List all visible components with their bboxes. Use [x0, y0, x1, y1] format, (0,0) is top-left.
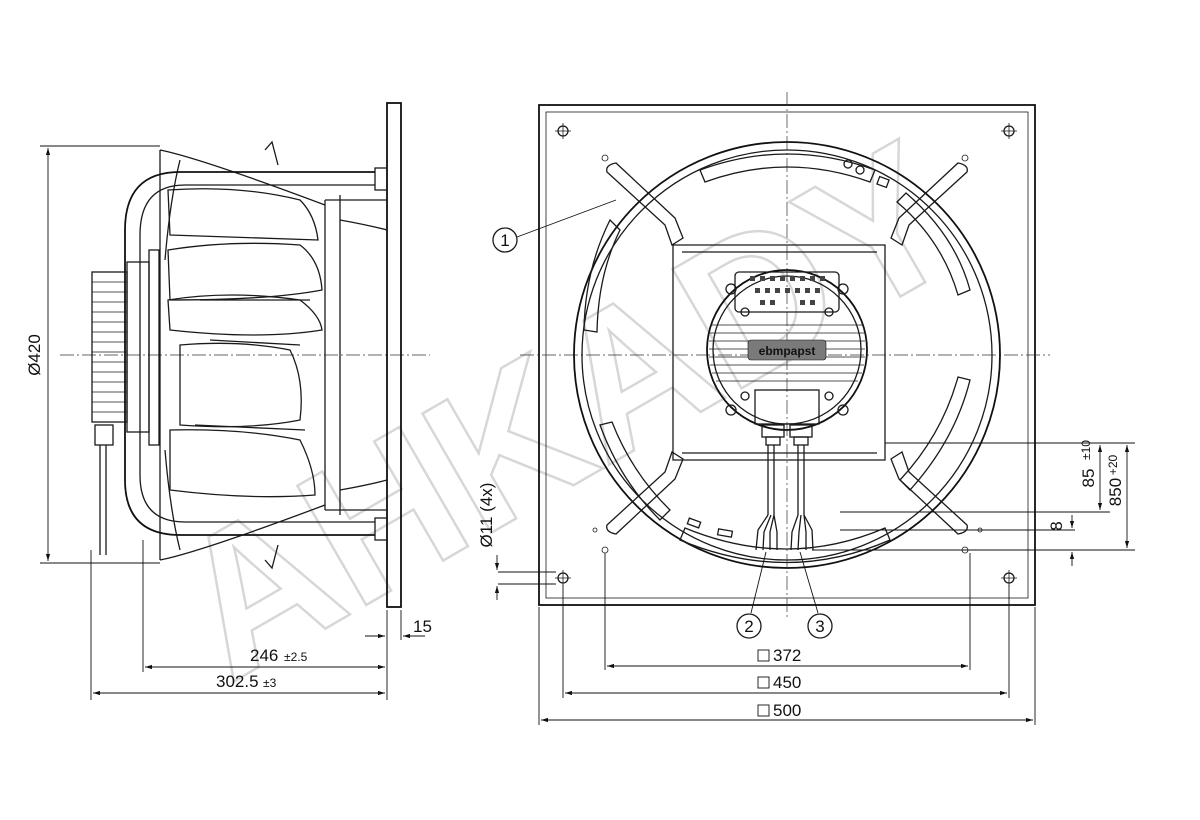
depth-tolerance: ±2.5: [284, 650, 308, 664]
mount-hole-label: Ø11 (4x): [477, 483, 496, 548]
overall-depth-tolerance: ±3: [263, 676, 277, 690]
plate-outer-label: 500: [773, 701, 801, 720]
callout-2: 2: [736, 551, 767, 639]
air-slots: [583, 153, 971, 564]
brand-logo: ebmpapst: [759, 344, 816, 358]
mounting-holes: [555, 123, 1017, 586]
electronics-housing: ebmpapst: [706, 269, 868, 446]
front-view: ebmpapst 1 2: [477, 92, 1135, 725]
mounting-plate-side: [386, 102, 402, 608]
plate-width-label: 450: [773, 673, 801, 692]
depth-label: 246: [250, 646, 278, 665]
cable-offset-label: 85: [1079, 469, 1098, 488]
hole-spacing-label: 372: [773, 646, 801, 665]
callout-3-label: 3: [815, 617, 824, 636]
cable-length-tolerance: +20: [1106, 454, 1120, 475]
cable-offset-tolerance: ±10: [1079, 440, 1093, 460]
callout-1-label: 1: [500, 231, 509, 250]
cables: [755, 445, 814, 551]
overall-depth-label: 302.5: [216, 672, 259, 691]
motor-heatsink: [91, 249, 160, 555]
callout-2-label: 2: [744, 617, 753, 636]
side-view: Ø420 15 246 ±2.5 302.5 ±3: [25, 102, 432, 700]
cable-length-label: 850: [1106, 478, 1125, 506]
callout-3: 3: [799, 551, 833, 639]
support-struts: [606, 162, 968, 535]
diameter-label: Ø420: [25, 334, 44, 376]
cable-gap-label: 8: [1047, 521, 1066, 530]
callout-1: 1: [492, 199, 617, 253]
plate-thickness-label: 15: [413, 617, 432, 636]
